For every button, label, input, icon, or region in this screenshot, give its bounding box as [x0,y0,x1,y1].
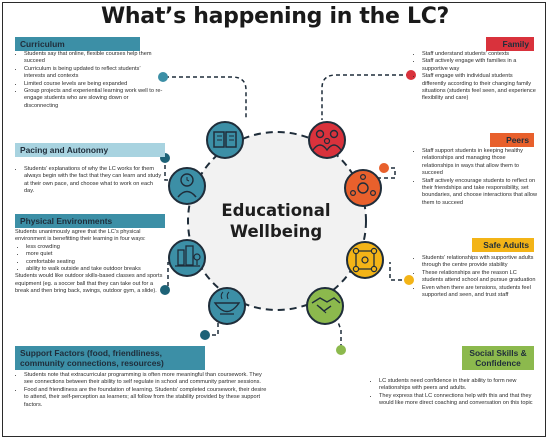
list-item: LC students need confidence in their abi… [379,378,540,393]
dot-physical [160,285,170,295]
safe-adults-list: Students’ relationships with supportive … [413,255,538,299]
dot-support [200,330,210,340]
list-item: ability to walk outside and take outdoor… [26,266,165,273]
dot-social [336,345,346,355]
connector-family [321,74,410,120]
center-title: Educational Wellbeing [215,200,337,242]
list-item: comfortable seating [26,259,165,266]
center-title-line1: Educational [221,201,331,220]
list-item: Staff support students in keeping health… [422,148,538,178]
list-item: Even when there are tensions, students f… [422,285,538,300]
family-icon [308,121,346,159]
dot-peers [379,163,389,173]
page-title: What’s happening in the LC? [100,4,450,29]
peers-header: Peers [490,133,534,147]
social-header-line1: Social Skills & [469,348,527,358]
family-list: Staff understand students’ contexts Staf… [413,51,538,103]
list-item: Staff actively encourage students to ref… [422,178,538,208]
list-item: Staff engage with individual students di… [422,73,538,103]
list-item: Students’ explanations of why the LC wor… [24,166,163,196]
person-clock-icon [168,167,206,205]
social-header: Social Skills & Confidence [462,346,534,370]
city-environment-icon [168,239,206,277]
book-icon [206,121,244,159]
connector-social [337,321,342,348]
list-item: These relationships are the reason LC st… [422,270,538,285]
list-item: Students’ relationships with supportive … [422,255,538,270]
center-title-line2: Wellbeing [229,222,323,241]
list-item: Students say that online, flexible cours… [24,51,163,66]
dot-family [406,70,416,80]
support-header-line2: community connections, resources) [20,358,164,368]
peers-icon [344,169,382,207]
list-item: Staff actively engage with families in a… [422,58,538,73]
connector-safe-adults [389,262,409,281]
family-header: Family [486,37,534,51]
safe-adults-header: Safe Adults [472,238,534,252]
pacing-list: Students’ explanations of why the LC wor… [15,166,163,196]
peers-list: Staff support students in keeping health… [413,148,538,207]
support-header-line1: Support Factors (food, friendliness, [20,348,162,358]
connector-curriculum [165,76,247,118]
social-header-line2: Confidence [475,358,521,368]
connector-pacing [164,158,172,181]
curriculum-header: Curriculum [15,37,140,51]
support-list: Students note that extracurricular progr… [15,372,270,409]
list-item: Food and friendliness are the foundation… [24,387,270,409]
physical-header: Physical Environments [15,214,165,228]
list-item: more quiet [26,251,165,258]
physical-intro: Students unanimously agree that the LC’s… [15,229,146,243]
poster-frame [2,2,546,437]
list-item: Group projects and experiential learning… [24,88,163,110]
adults-network-icon [346,241,384,279]
pacing-header: Pacing and Autonomy [15,143,165,157]
food-bowl-icon [208,287,246,325]
list-item: They express that LC connections help wi… [379,393,540,408]
physical-section: Students unanimously agree that the LC’s… [15,229,165,296]
list-item: Students note that extracurricular progr… [24,372,270,387]
dot-curriculum [158,72,168,82]
list-item: Staff understand students’ contexts [422,51,538,58]
dot-safe-adults [404,275,414,285]
wellbeing-ring [187,131,367,311]
list-item: less crowding [26,244,165,251]
curriculum-list: Students say that online, flexible cours… [15,51,163,110]
handshake-icon [306,287,344,325]
support-header: Support Factors (food, friendliness, com… [15,346,205,370]
list-item: Limited course levels are being expanded [24,81,163,88]
list-item: Curriculum is being updated to reflect s… [24,66,163,81]
social-list: LC students need confidence in their abi… [370,378,540,408]
physical-outro: Students would like outdoor skills-based… [15,273,163,295]
connector-peers [376,167,396,179]
